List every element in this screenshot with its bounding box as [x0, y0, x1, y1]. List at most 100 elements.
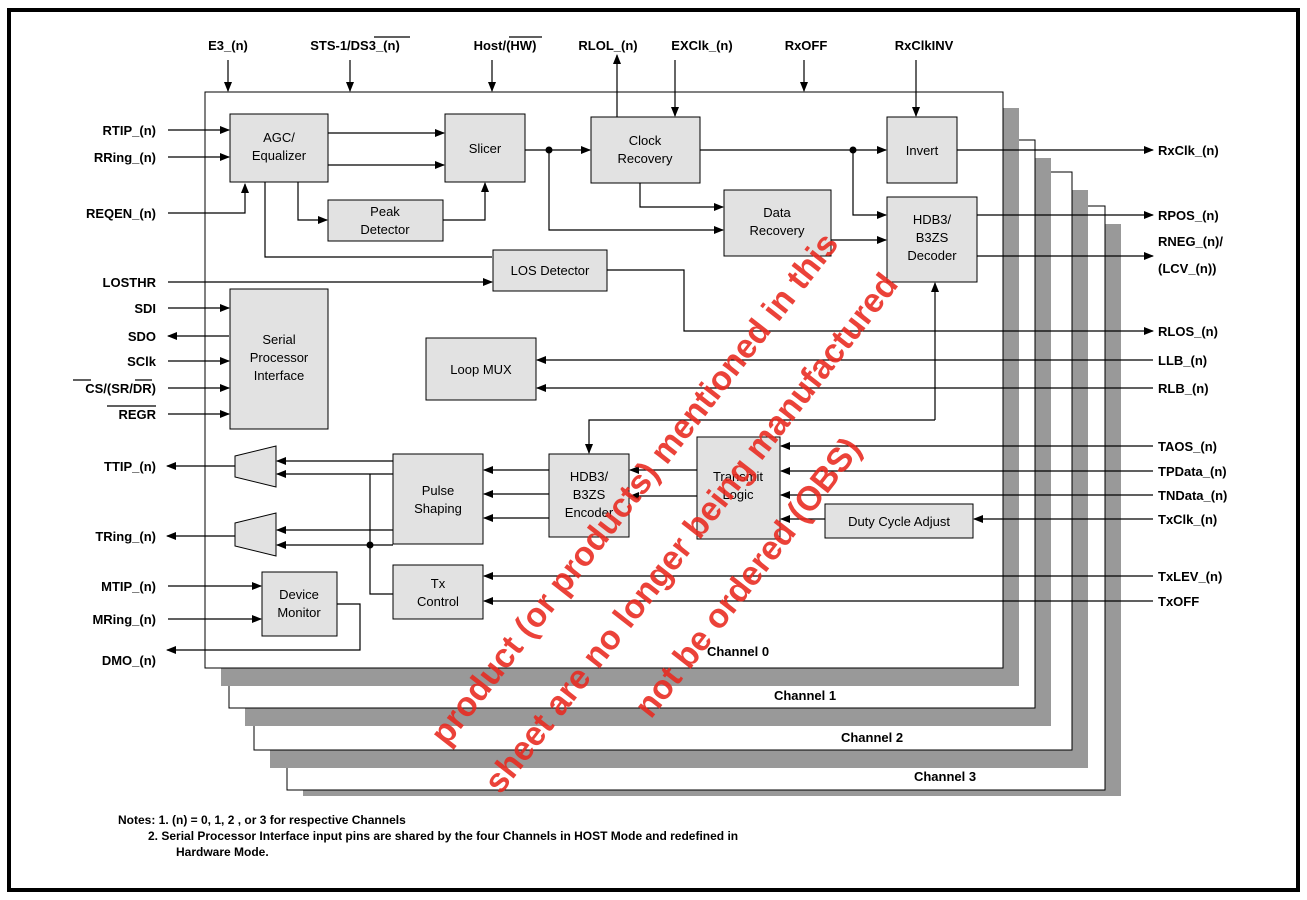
note-1: Notes: 1. (n) = 0, 1, 2 , or 3 for respe… [118, 813, 406, 827]
pin-sclk: SClk [127, 354, 157, 369]
pin-mtip: MTIP_(n) [101, 579, 156, 594]
pin-mring: MRing_(n) [92, 612, 156, 627]
tring-driver-icon [234, 512, 277, 557]
tx-control-block [392, 564, 484, 620]
hdb3-decoder-label-3: Decoder [907, 248, 957, 263]
outer-frame [7, 8, 1300, 892]
transmit-logic-label-2: Logic [722, 487, 754, 502]
peak-detector-block [327, 199, 444, 242]
hdb3-encoder-label-2: B3ZS [573, 487, 606, 502]
hdb3-decoder-label-1: HDB3/ [913, 212, 952, 227]
pulse-shaping-label-1: Pulse [422, 483, 455, 498]
data-recovery-label-2: Recovery [750, 223, 805, 238]
pin-txlev: TxLEV_(n) [1158, 569, 1222, 584]
device-monitor-label-1: Device [279, 587, 319, 602]
slicer-label: Slicer [469, 141, 502, 156]
device-monitor-label-2: Monitor [277, 605, 321, 620]
pin-tring: TRing_(n) [95, 529, 156, 544]
channel-3-label: Channel 3 [914, 769, 976, 784]
pin-rxclk: RxClk_(n) [1158, 143, 1219, 158]
pin-sdi: SDI [134, 301, 156, 316]
pin-llb: LLB_(n) [1158, 353, 1207, 368]
pin-rpos: RPOS_(n) [1158, 208, 1219, 223]
note-2-continued: Hardware Mode. [176, 845, 269, 859]
agc-equalizer-block [229, 113, 329, 183]
hdb3-encoder-block [548, 453, 630, 538]
channel-2-label: Channel 2 [841, 730, 903, 745]
invert-label: Invert [906, 143, 939, 158]
peak-detector-label-1: Peak [370, 204, 400, 219]
junction-dots [366, 146, 857, 549]
serial-interface-label-2: Processor [250, 350, 309, 365]
pin-dmo: DMO_(n) [102, 653, 156, 668]
duty-cycle-label: Duty Cycle Adjust [848, 514, 950, 529]
clock-recovery-label-2: Recovery [618, 151, 673, 166]
channel-1-label: Channel 1 [774, 688, 836, 703]
pin-rlb: RLB_(n) [1158, 381, 1209, 396]
pin-ttip: TTIP_(n) [104, 459, 156, 474]
serial-interface-label-3: Interface [254, 368, 305, 383]
pin-rxoff: RxOFF [785, 38, 828, 53]
pin-rlos: RLOS_(n) [1158, 324, 1218, 339]
pin-cs-sr-dr: CS/(SR/DR) [85, 381, 156, 396]
pin-rring: RRing_(n) [94, 150, 156, 165]
pin-losthr: LOSTHR [103, 275, 157, 290]
data-recovery-block [723, 189, 832, 257]
tx-control-label-1: Tx [431, 576, 446, 591]
left-overbars [73, 379, 156, 407]
serial-interface-block [229, 288, 329, 430]
pin-txoff: TxOFF [1158, 594, 1199, 609]
left-signal-labels: RTIP_(n) RRing_(n) REQEN_(n) LOSTHR SDI … [85, 123, 157, 668]
clock-recovery-block [590, 116, 701, 184]
pin-tpdata: TPData_(n) [1158, 464, 1227, 479]
pin-txclk: TxClk_(n) [1158, 512, 1217, 527]
ttip-driver-icon [234, 445, 277, 488]
invert-block [886, 116, 958, 184]
pin-taos: TAOS_(n) [1158, 439, 1217, 454]
pin-rneg: RNEG_(n)/ [1158, 234, 1223, 249]
functional-blocks [229, 113, 978, 637]
device-monitor-block [261, 571, 338, 637]
channel-0-panel [204, 91, 1004, 669]
hdb3-decoder-block [886, 196, 978, 283]
los-detector-label: LOS Detector [511, 263, 590, 278]
hdb3-encoder-label-1: HDB3/ [570, 469, 609, 484]
pin-sts1-ds3: STS-1/DS3_(n) [310, 38, 400, 53]
pin-tndata: TNData_(n) [1158, 488, 1227, 503]
pin-exclk: EXClk_(n) [671, 38, 732, 53]
agc-label-2: Equalizer [252, 148, 307, 163]
channel-0-label: Channel 0 [707, 644, 769, 659]
top-signal-labels: E3_(n) STS-1/DS3_(n) Host/(HW) RLOL_(n) … [208, 38, 953, 53]
peak-detector-label-2: Detector [360, 222, 410, 237]
tx-control-label-2: Control [417, 594, 459, 609]
pin-rtip: RTIP_(n) [103, 123, 156, 138]
right-signal-labels: RxClk_(n) RPOS_(n) RNEG_(n)/ (LCV_(n)) R… [1158, 143, 1227, 609]
serial-interface-label-1: Serial [262, 332, 295, 347]
pin-lcv: (LCV_(n)) [1158, 261, 1217, 276]
pulse-shaping-label-2: Shaping [414, 501, 462, 516]
data-recovery-label-1: Data [763, 205, 791, 220]
hdb3-encoder-label-3: Encoder [565, 505, 614, 520]
transmit-logic-label-1: Transmit [713, 469, 763, 484]
transmit-logic-block [696, 436, 781, 540]
pin-sdo: SDO [128, 329, 156, 344]
clock-recovery-label-1: Clock [629, 133, 662, 148]
pin-regr: REGR [118, 407, 156, 422]
pin-reqen: REQEN_(n) [86, 206, 156, 221]
notes: Notes: 1. (n) = 0, 1, 2 , or 3 for respe… [118, 812, 738, 860]
pin-rxclkinv: RxClkINV [895, 38, 954, 53]
pin-e3: E3_(n) [208, 38, 248, 53]
agc-label-1: AGC/ [263, 130, 295, 145]
loop-mux-label: Loop MUX [450, 362, 512, 377]
los-detector-block [492, 249, 608, 292]
note-2: 2. Serial Processor Interface input pins… [148, 829, 739, 843]
pin-host-hw: Host/(HW) [474, 38, 537, 53]
hdb3-decoder-label-2: B3ZS [916, 230, 949, 245]
pulse-shaping-block [392, 453, 484, 545]
block-labels: AGC/ Equalizer Slicer Clock Recovery Inv… [250, 130, 958, 620]
signal-wires [166, 54, 1154, 654]
pin-rlol: RLOL_(n) [578, 38, 637, 53]
loop-mux-block [425, 337, 537, 401]
